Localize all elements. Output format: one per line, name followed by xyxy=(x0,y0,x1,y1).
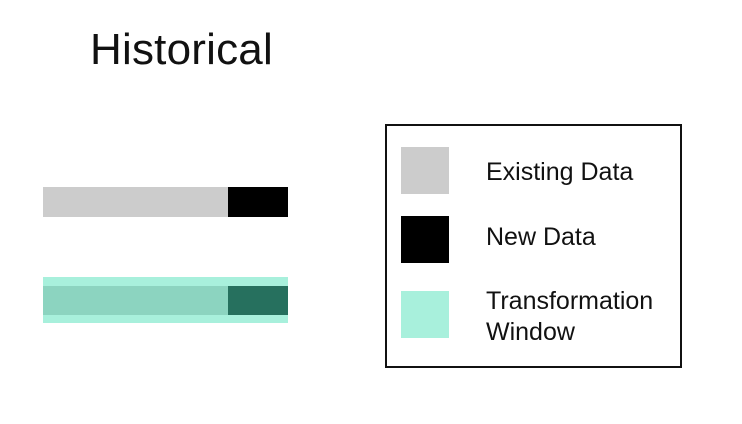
legend-swatch-new-data xyxy=(401,216,449,263)
legend-label-transformation-line-2: Window xyxy=(486,318,575,346)
new-data-in-window-segment xyxy=(228,286,288,315)
legend-label-existing-data: Existing Data xyxy=(486,158,634,186)
legend: Existing Data New Data Transformation Wi… xyxy=(385,124,682,368)
legend-label-transformation-window: Transformation Window xyxy=(486,286,653,348)
legend-label-transformation-line-1: Transformation xyxy=(486,287,654,315)
legend-label-new-data: New Data xyxy=(486,223,596,251)
diagram-title: Historical xyxy=(90,25,273,74)
new-data-segment xyxy=(228,187,288,217)
legend-swatch-existing-data xyxy=(401,147,449,194)
existing-data-in-window-segment xyxy=(43,286,228,315)
legend-swatch-transformation-window xyxy=(401,291,449,338)
existing-data-segment xyxy=(43,187,228,217)
